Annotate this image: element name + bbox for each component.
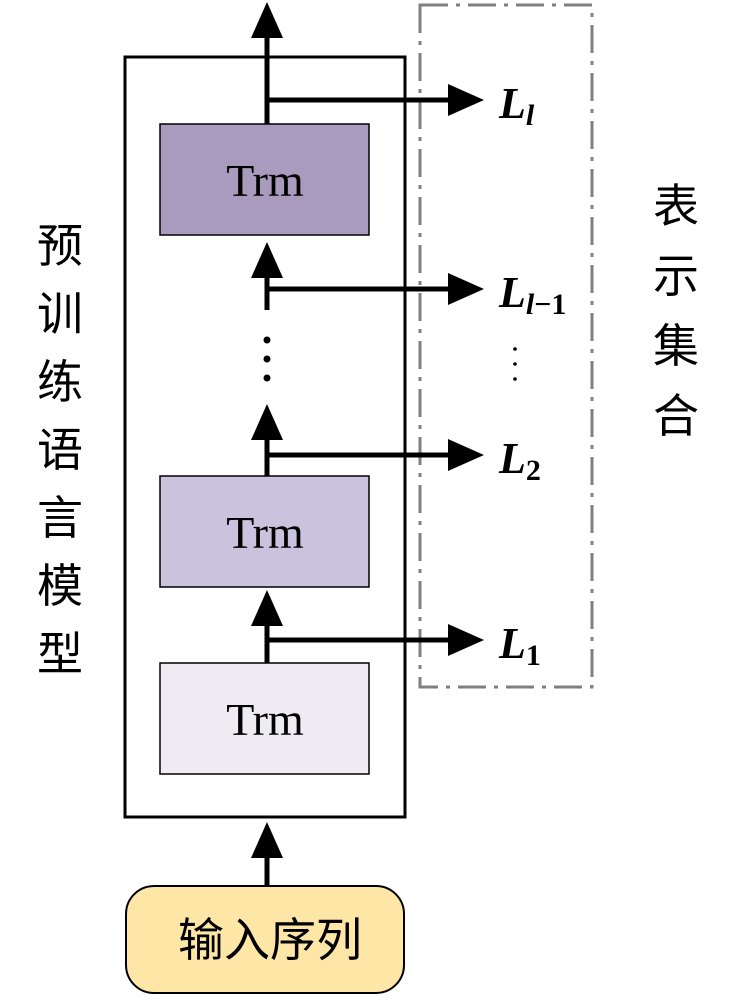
trm-label-middle: Trm	[226, 507, 304, 558]
representation-set-label: 表 示 集 合	[653, 179, 699, 443]
representation-set-box	[418, 3, 594, 689]
output-ellipsis	[513, 347, 517, 381]
output-label-1: L1	[498, 619, 541, 672]
pretrained-model-label: 预 训 练 语 言 模 型	[37, 219, 83, 681]
svg-text:练: 练	[37, 355, 83, 409]
output-label-2: L2	[498, 434, 541, 487]
ellipsis-dots	[263, 336, 271, 382]
trm-block-middle	[159, 475, 370, 588]
trm-block-bottom	[159, 662, 370, 775]
svg-text:预: 预	[37, 219, 83, 273]
svg-text:示: 示	[653, 249, 699, 303]
svg-text:集: 集	[653, 319, 699, 373]
svg-text:语: 语	[37, 423, 83, 477]
trm-block-top	[159, 123, 370, 236]
svg-text:模: 模	[37, 559, 83, 613]
horizontal-arrows	[267, 84, 484, 656]
svg-text:型: 型	[37, 627, 83, 681]
trm-label-bottom: Trm	[226, 694, 304, 745]
svg-text:合: 合	[653, 389, 699, 443]
output-label-l-minus-1: Ll−1	[498, 268, 566, 321]
svg-text:表: 表	[653, 179, 699, 233]
output-label-l: Ll	[498, 79, 535, 132]
input-sequence-label: 输入序列	[178, 913, 362, 967]
svg-text:训: 训	[37, 287, 83, 341]
trm-label-top: Trm	[226, 155, 304, 206]
svg-text:言: 言	[37, 491, 83, 545]
